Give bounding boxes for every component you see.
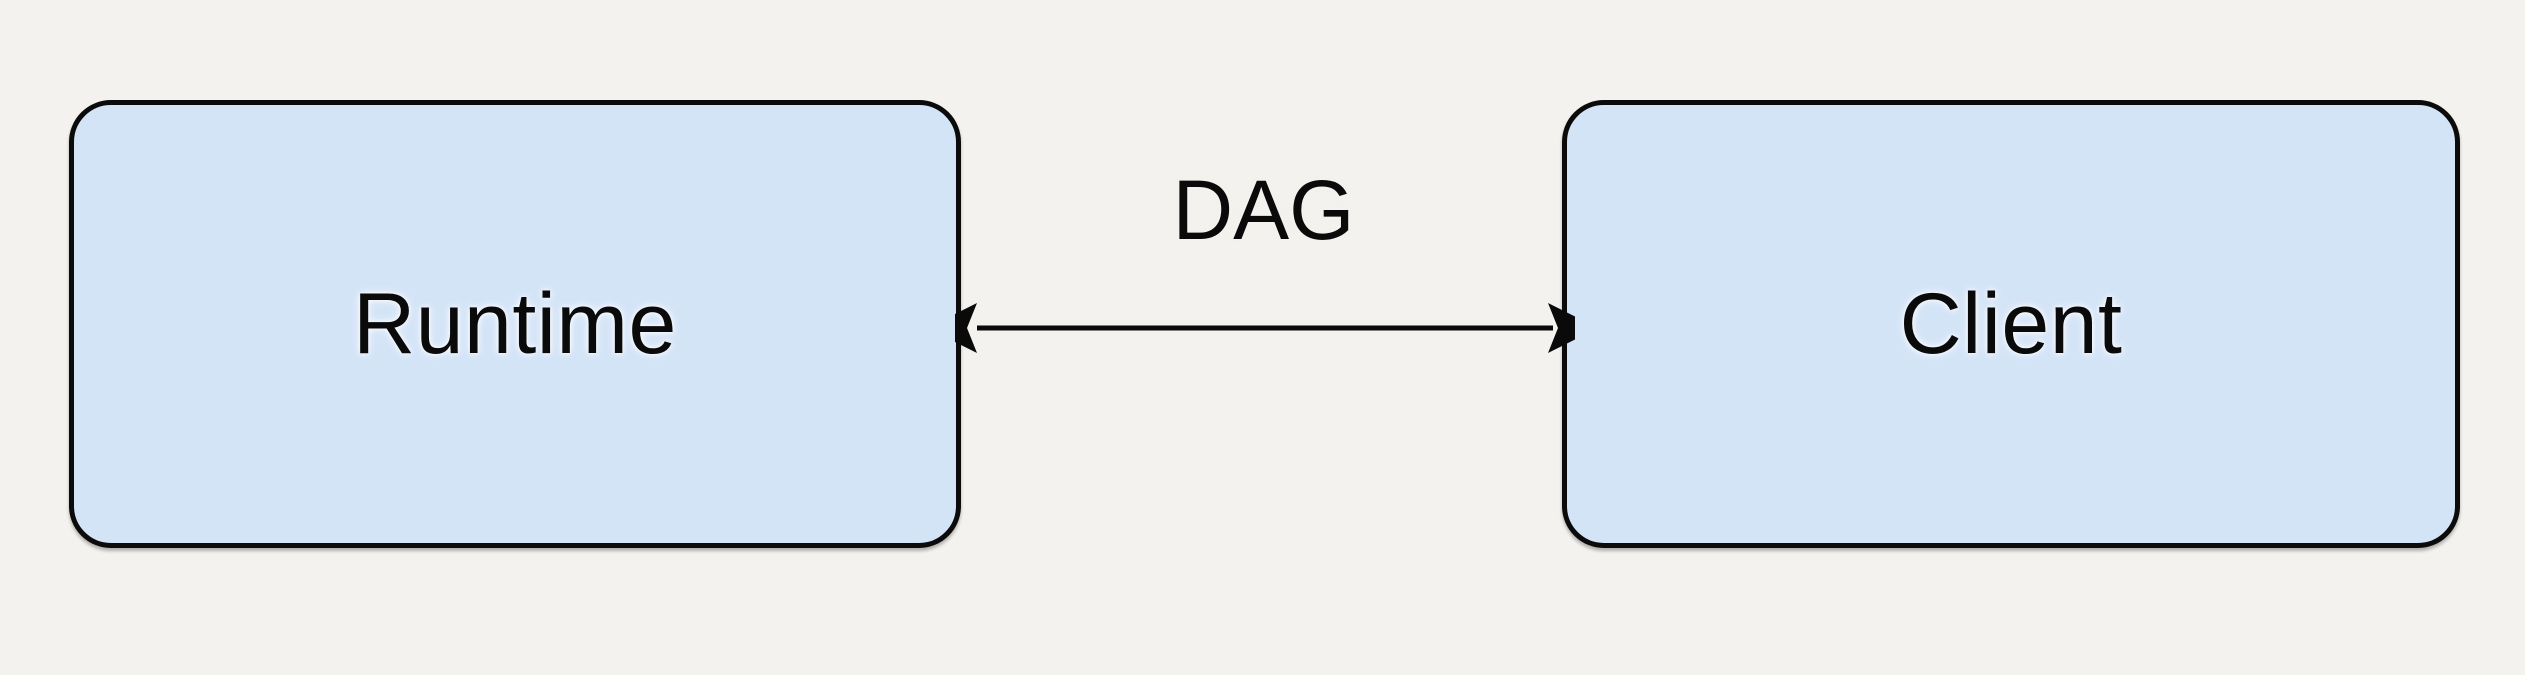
node-runtime[interactable]: Runtime — [69, 100, 961, 548]
edge-runtime-client-bidirectional-arrow[interactable] — [955, 260, 1575, 400]
edge-label-dag: DAG — [1172, 163, 1355, 257]
node-client[interactable]: Client — [1562, 100, 2460, 548]
node-runtime-label: Runtime — [353, 276, 677, 372]
node-client-label: Client — [1899, 276, 2123, 372]
